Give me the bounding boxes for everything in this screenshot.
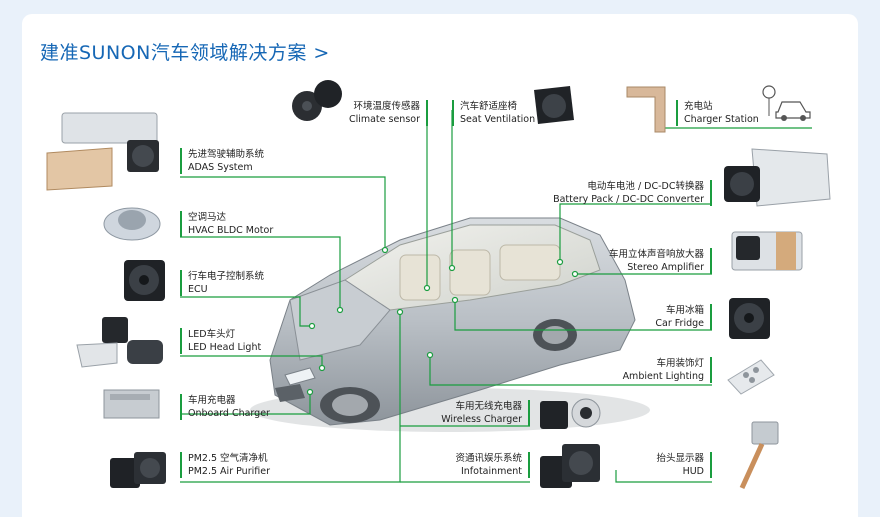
battery-pack-icon [724,148,831,207]
fridge-fan-icon [729,298,770,339]
label-hvac[interactable]: 空调马达 HVAC BLDC Motor [180,211,273,237]
label-fridge[interactable]: 车用冰箱 Car Fridge [655,304,712,330]
onboard-heatsink-icon [103,389,160,419]
label-charger-station[interactable]: 充电站 Charger Station [676,100,759,126]
wireless-fan-icon [540,398,601,429]
label-battery[interactable]: 电动车电池 / DC-DC转换器 Battery Pack / DC-DC Co… [553,180,712,206]
blower-icon [534,86,574,124]
label-pm25[interactable]: PM2.5 空气清净机 PM2.5 Air Purifier [180,452,270,478]
label-ecu[interactable]: 行车电子控制系统 ECU [180,270,264,296]
purifier-fan-icon [110,452,166,488]
charger-cable-icon [626,86,666,133]
label-hud[interactable]: 抬头显示器 HUD [656,452,712,478]
label-climate[interactable]: 环境温度传感器 Climate sensor [340,100,428,126]
label-stereo[interactable]: 车用立体声音响放大器 Stereo Amplifier [609,248,712,274]
label-onboard[interactable]: 车用充电器 Onboard Charger [180,394,270,420]
amplifier-icon [731,231,803,271]
label-adas[interactable]: 先进驾驶辅助系统 ADAS System [180,148,264,174]
page-title[interactable]: 建准SUNON汽车领域解决方案 > [40,42,330,64]
ambient-light-icon [727,359,775,395]
label-infotainment[interactable]: 资通讯娱乐系统 Infotainment [455,452,530,478]
climate-sensor-icon [292,80,342,121]
fan-icon [124,260,165,301]
headlight-fan-icon [76,317,163,368]
label-headlight[interactable]: LED车头灯 LED Head Light [180,328,261,354]
heatsink-icon [46,112,159,191]
hvac-motor-icon [103,207,161,241]
car-icon [762,85,811,121]
label-wireless[interactable]: 车用无线充电器 Wireless Charger [441,400,530,426]
hud-heatpipe-icon [739,421,779,490]
label-seat[interactable]: 汽车舒适座椅 Seat Ventilation [452,100,535,126]
label-ambient[interactable]: 车用装饰灯 Ambient Lighting [623,357,712,383]
infotainment-fan-icon [540,444,600,488]
